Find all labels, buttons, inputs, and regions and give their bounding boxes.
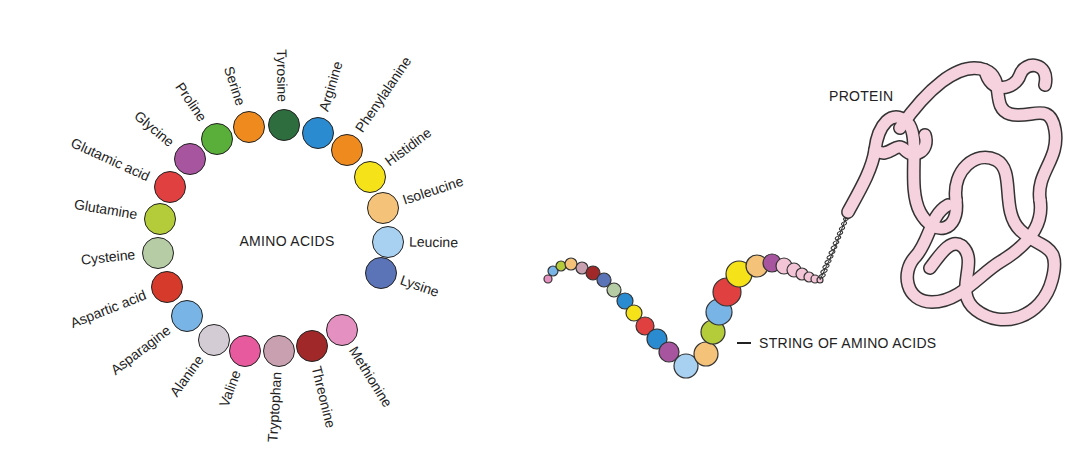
amino-acid-name: Glycine	[131, 107, 178, 151]
amino-acid-bead: Serine	[233, 111, 265, 143]
amino-acid-name: Valine	[215, 368, 245, 410]
coil-turn	[839, 226, 845, 231]
amino-acid-name: Glutamine	[73, 195, 139, 223]
amino-acid-bead: Proline	[201, 123, 233, 155]
amino-acid-name: Leucine	[409, 233, 458, 252]
amino-acid-name: Asparagine	[107, 322, 174, 379]
amino-acid-bead: Glycine	[174, 143, 206, 175]
ribbon-fill	[985, 65, 1046, 87]
amino-acid-name: Phenylalanine	[351, 53, 415, 136]
amino-acid-name: Alanine	[166, 352, 208, 400]
coil-turn	[831, 245, 838, 250]
ribbon-fill	[916, 205, 962, 268]
amino-acid-bead: Alanine	[198, 324, 230, 356]
illustration-label: STRING OF AMINO ACIDS	[759, 334, 936, 352]
amino-acid-name: Threonine	[308, 365, 341, 431]
amino-acid-bead: Isoleucine	[367, 192, 399, 224]
amino-acid-bead: Phenylalanine	[331, 134, 363, 166]
coil-turn	[822, 264, 829, 270]
amino-acid-bead: Valine	[229, 335, 261, 367]
coil-turn	[818, 273, 826, 279]
amino-acid-bead: Lysine	[365, 257, 397, 289]
amino-acid-bead: Leucine	[372, 226, 404, 258]
coil-turn	[824, 259, 831, 265]
polypeptide-coil	[818, 211, 851, 280]
amino-acid-bead: Glutamine	[144, 203, 176, 235]
amino-acid-name: Serine	[220, 64, 250, 108]
ribbon-fill	[956, 157, 1055, 319]
amino-acid-name: Tyrosine	[273, 49, 292, 102]
coil-turn	[820, 268, 828, 274]
amino-acid-name: Arginine	[315, 60, 347, 114]
amino-acid-bead: Threonine	[296, 330, 328, 362]
amino-acid-name: Histidine	[382, 124, 436, 171]
coil-turn	[841, 221, 847, 226]
ribbon-fill	[875, 135, 926, 154]
coil-turn	[833, 240, 840, 245]
leader-dash	[737, 342, 751, 344]
amino-acid-bead: Aspartic acid	[151, 271, 183, 303]
amino-acid-bead: Asparagine	[171, 300, 203, 332]
center-title: AMINO ACIDS	[239, 232, 334, 250]
amino-acid-name: Methionine	[345, 343, 396, 411]
amino-acid-name: Glutamic acid	[68, 134, 153, 186]
coil-turn	[835, 235, 842, 240]
amino-acid-name: Isoleucine	[400, 172, 466, 209]
amino-acid-bead: Tryptophan	[263, 335, 295, 367]
ribbon-fill	[907, 200, 1040, 302]
illustration-label: PROTEIN	[829, 87, 893, 105]
coil-turn	[829, 249, 836, 255]
amino-acid-name: Tryptophan	[264, 372, 286, 443]
amino-acid-string	[544, 254, 823, 378]
amino-acid-bead: Cysteine	[142, 237, 174, 269]
amino-acid-bead: Glutamic acid	[154, 171, 186, 203]
amino-acid-name: Proline	[172, 79, 211, 125]
coil-turn	[826, 254, 833, 260]
amino-acid-bead: Histidine	[354, 161, 386, 193]
amino-acid-name: Cysteine	[80, 246, 136, 269]
coil-turn	[837, 230, 843, 235]
amino-acid-bead: Tyrosine	[268, 109, 300, 141]
amino-acid-bead: Arginine	[302, 117, 334, 149]
amino-acid-name: Aspartic acid	[68, 286, 149, 332]
amino-acid-name: Lysine	[398, 271, 442, 301]
coil-axis	[820, 212, 848, 280]
amino-acid-bead: Methionine	[326, 314, 358, 346]
